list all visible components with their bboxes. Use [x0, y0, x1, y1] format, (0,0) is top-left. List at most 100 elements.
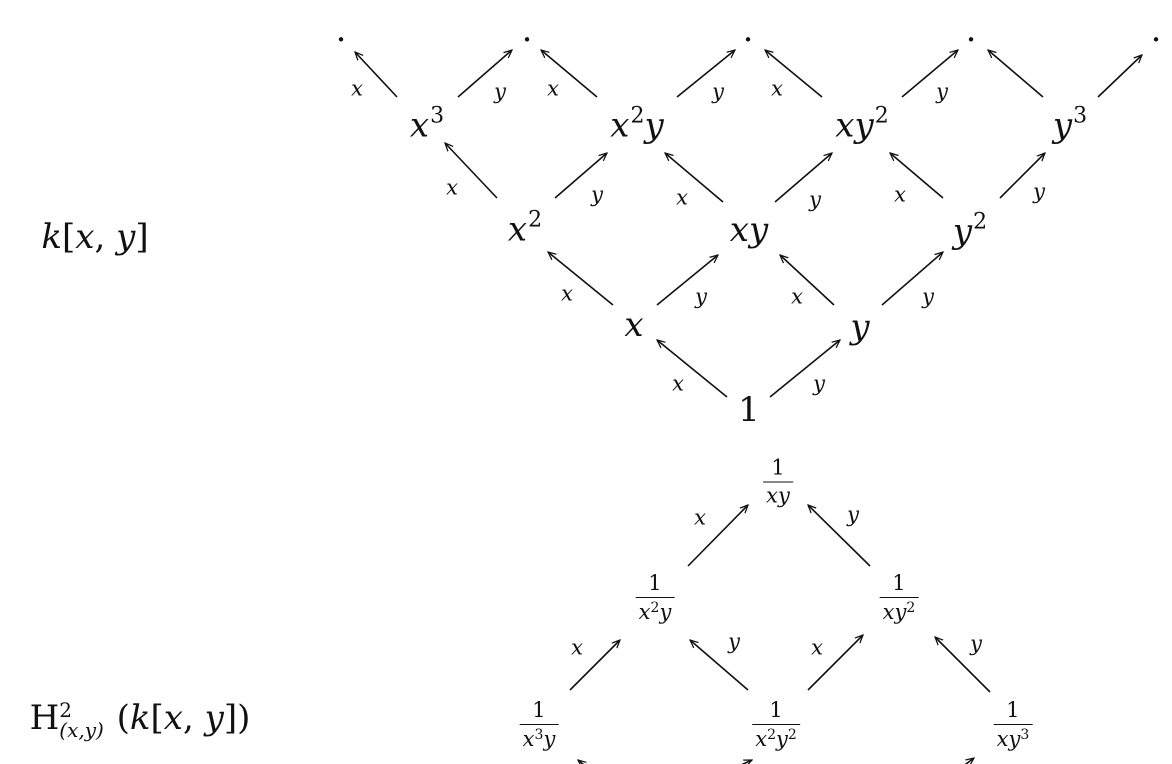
arrow-fxy2-to-fxy	[808, 505, 871, 567]
node-x3: x3	[409, 103, 445, 146]
edge-label-y: y	[936, 79, 948, 104]
arrow-y3-to-dot5	[1097, 55, 1142, 98]
arrow-y3-to-dot4	[988, 50, 1044, 98]
cohomology-comma: ,	[182, 698, 205, 738]
arrow-partial-right	[964, 758, 974, 764]
cohomology-degree: 2	[59, 698, 73, 722]
edge-label-y: y	[728, 629, 740, 654]
fraction-denominator: xy3	[996, 727, 1030, 751]
arrow-fx3y-to-fx2y	[569, 640, 620, 691]
node-x2y-base: x	[610, 105, 630, 146]
node-x: x	[624, 305, 644, 345]
arrow-x3-to-dot2	[457, 50, 512, 98]
edge-label-x: x	[771, 76, 783, 101]
fraction-denominator: x2y	[638, 600, 672, 624]
ring-label-k: k	[41, 217, 63, 257]
edge-label-x: x	[694, 505, 706, 530]
node-x2-sup: 2	[528, 207, 543, 233]
node-x3-sup: 3	[430, 103, 445, 129]
edge-label-x: x	[791, 284, 803, 309]
node-y3: y3	[1052, 103, 1088, 146]
fraction-numerator: 1	[892, 571, 906, 595]
cohomology-ideal: (x,y)	[59, 718, 104, 742]
arrow-y2-to-y3	[999, 153, 1045, 199]
node-y3-base: y	[1052, 105, 1073, 146]
arrow-y-to-xy	[780, 255, 835, 306]
edge-label-x: x	[446, 175, 458, 200]
edge-label-y: y	[695, 284, 707, 309]
edge-label-y: y	[922, 284, 934, 309]
node-1: 1	[738, 390, 760, 430]
cohomology-bracket-open: [	[150, 698, 164, 738]
node-x2: x2	[508, 207, 543, 247]
arrow-xy-to-x2y	[665, 153, 724, 203]
arrow-x2y-to-dot3	[676, 50, 735, 98]
arrow-y-to-y2	[881, 252, 943, 306]
edge-label-x: x	[894, 182, 906, 207]
arrow-1-to-y	[769, 340, 840, 398]
fraction-1-over-xy: 1 xy	[763, 455, 793, 508]
arrow-fxy3-to-fxy2	[935, 637, 991, 693]
edge-label-y: y	[1033, 179, 1045, 204]
edge-label-x: x	[547, 76, 559, 101]
arrow-x-to-xy	[656, 255, 718, 306]
fraction-denominator: x3y	[522, 727, 556, 751]
arrow-x3-to-dot1	[355, 52, 398, 98]
ring-label: k[x, y]	[41, 220, 148, 254]
node-x3-base: x	[409, 105, 430, 146]
edge-label-x: x	[571, 635, 583, 660]
edge-label-x: x	[811, 635, 823, 660]
arrow-x2-to-x3	[445, 143, 498, 199]
node-xy2: xy2	[835, 105, 888, 146]
node-y2: y2	[952, 209, 988, 252]
node-y: y	[850, 307, 870, 347]
arrow-1-to-x	[657, 340, 728, 398]
arrow-xy2-to-dot3	[765, 50, 823, 98]
cohomology-x: x	[163, 698, 183, 738]
node-y2-base: y	[952, 211, 973, 252]
ring-label-y: y	[116, 217, 136, 257]
arrow-xy-to-xy2	[774, 153, 832, 203]
fraction-numerator: 1	[532, 698, 546, 722]
arrow-x2y-to-dot2	[541, 50, 598, 98]
edge-label-x: x	[561, 281, 573, 306]
cohomology-y: y	[204, 698, 224, 738]
ring-label-open: [	[62, 217, 76, 257]
fraction-numerator: 1	[771, 455, 785, 480]
continuation-dot-3: .	[742, 10, 754, 50]
edge-label-y: y	[970, 631, 982, 656]
node-xy2-base: xy	[835, 105, 874, 146]
ring-label-comma: ,	[94, 217, 117, 257]
cohomology-k: k	[129, 698, 151, 738]
arrow-x-to-x2	[548, 252, 614, 306]
continuation-dot-4: .	[965, 10, 977, 50]
continuation-dot-2: .	[521, 10, 533, 50]
node-x2y-sup: 2	[630, 103, 645, 129]
node-y3-sup: 3	[1073, 103, 1088, 129]
arrow-fx2y2-to-fxy2	[807, 635, 863, 691]
edge-label-x: x	[351, 76, 363, 101]
node-x2y: x2y	[610, 103, 663, 146]
node-y2-sup: 2	[973, 209, 988, 235]
edge-label-y: y	[591, 182, 603, 207]
arrow-y2-to-xy2	[890, 153, 944, 199]
fraction-denominator: xy	[766, 483, 790, 508]
fraction-numerator: 1	[648, 571, 662, 595]
edge-label-x: x	[676, 185, 688, 210]
cohomology-open: (	[105, 698, 130, 738]
edge-label-y: y	[813, 371, 825, 396]
cohomology-bracket-close: ])	[223, 698, 251, 738]
ring-label-close: ]	[135, 217, 149, 257]
arrow-xy2-to-dot4	[901, 50, 958, 98]
fraction-numerator: 1	[769, 698, 783, 722]
arrow-fx2y2-to-fx2y	[690, 640, 749, 691]
edge-label-x: x	[672, 371, 684, 396]
